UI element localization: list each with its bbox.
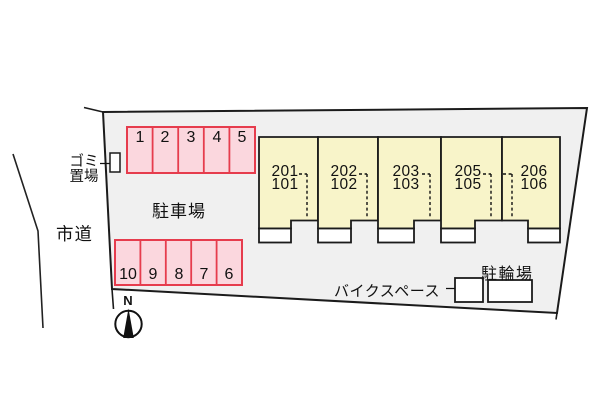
unit-lower-number: 106 <box>520 175 548 193</box>
porch-205 <box>440 227 476 244</box>
stall-number: 1 <box>135 129 145 146</box>
bicycle-parking-label: 駐輪場 <box>481 266 534 283</box>
parking-row-bottom <box>114 239 243 286</box>
porch-201 <box>258 227 292 244</box>
unit-upper-number: 202 <box>330 163 358 180</box>
entrance-porches <box>258 227 561 244</box>
unit-upper-number: 205 <box>454 163 482 180</box>
unit-upper-number: 206 <box>520 163 548 180</box>
bike-space-label: バイクスペース <box>334 283 440 300</box>
unit-lower-number: 101 <box>271 175 299 193</box>
leader-lines <box>100 162 455 290</box>
stall-number: 6 <box>224 266 234 283</box>
stall-number: 3 <box>186 129 196 146</box>
bike-space-box <box>454 277 484 303</box>
garbage-area-box <box>109 152 121 173</box>
city-road-label: 市道 <box>56 224 93 244</box>
building <box>258 136 561 230</box>
porch-203 <box>377 227 415 244</box>
boundary-ticks <box>83 106 558 320</box>
parking-row-top-dividers <box>151 127 231 173</box>
entry-dashed-lines <box>299 173 513 218</box>
compass-needle <box>123 308 134 338</box>
unit-lower-number: 102 <box>330 175 358 193</box>
entry-dash-203 <box>422 173 431 218</box>
unit-upper-number: 203 <box>392 163 420 180</box>
stall-number: 9 <box>148 266 158 283</box>
entry-dash-202 <box>359 173 368 218</box>
road-edge-line <box>12 153 44 329</box>
porch-206 <box>527 227 561 244</box>
entry-dash-205 <box>483 173 492 218</box>
stall-number: 8 <box>174 266 184 283</box>
bicycle-parking-box <box>487 279 533 303</box>
parking-row-top-outline <box>126 126 256 174</box>
unit-lower-number: 103 <box>392 175 420 193</box>
unit-upper-number: 201 <box>271 163 299 180</box>
stall-number: 4 <box>212 129 222 146</box>
compass-icon <box>114 308 143 339</box>
stall-number: 10 <box>119 266 137 283</box>
porch-202 <box>317 227 352 244</box>
parking-lot-label: 駐車場 <box>152 202 206 221</box>
stall-number: 2 <box>160 129 170 146</box>
parking-row-top <box>126 126 256 174</box>
unit-lower-number: 105 <box>454 175 482 193</box>
entry-dash-206 <box>503 173 513 218</box>
parking-row-bottom-outline <box>114 239 243 286</box>
compass-north-label: N <box>123 293 133 308</box>
stall-number: 7 <box>199 266 209 283</box>
garbage-area-label: ゴミ 置場 <box>69 154 99 185</box>
stall-number: 5 <box>237 129 247 146</box>
entry-dash-201 <box>299 173 308 218</box>
parking-row-bottom-dividers <box>139 240 218 285</box>
